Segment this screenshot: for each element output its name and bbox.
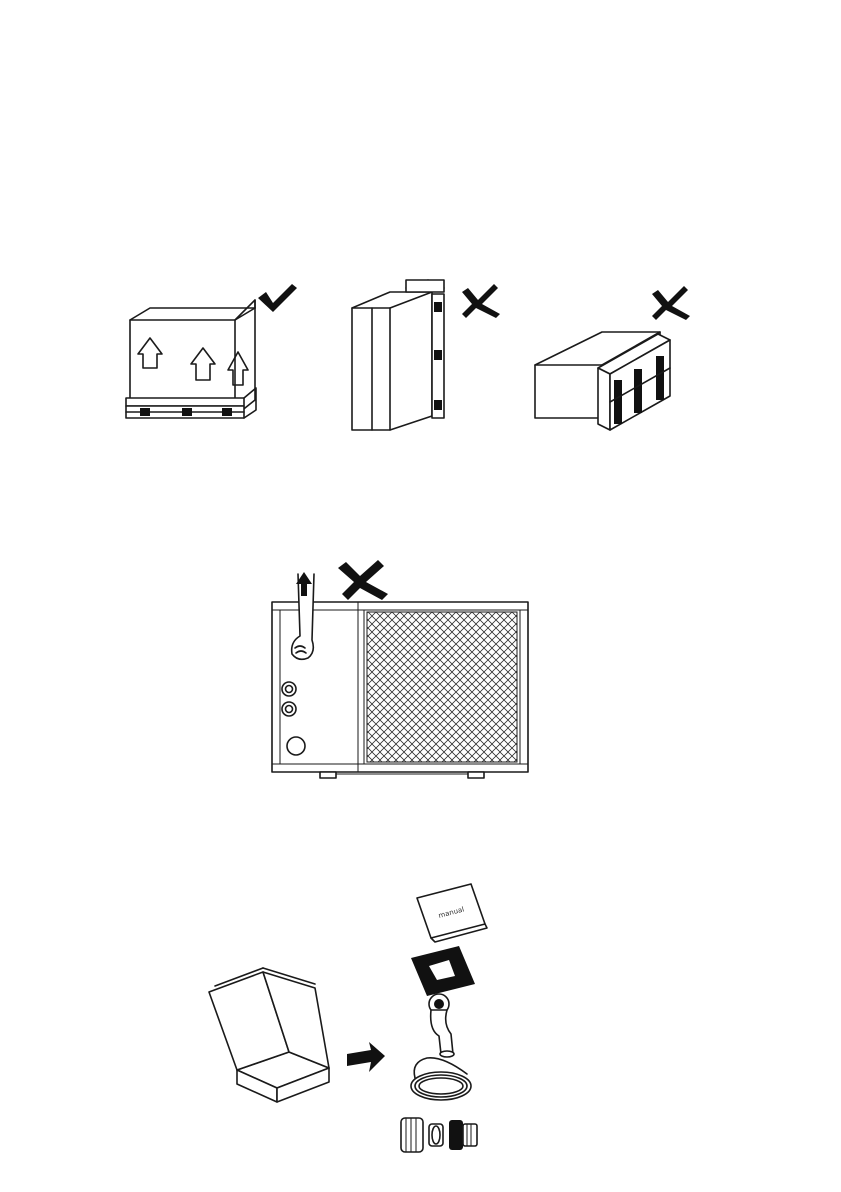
transport-orientation-figure (110, 270, 730, 440)
open-box-icon (209, 968, 329, 1102)
drain-elbow-icon (429, 994, 454, 1057)
box-standing-on-end (352, 280, 444, 430)
cross-icon (462, 284, 500, 318)
manual-icon: manual (417, 884, 487, 942)
box-lying-on-side (535, 332, 670, 430)
accessories-figure: manual (205, 880, 505, 1170)
upright-box-on-pallet (126, 300, 256, 418)
checkmark-icon (258, 284, 297, 312)
pipe-connectors-icon (401, 1118, 477, 1152)
fan-grille (367, 612, 517, 762)
cross-icon (338, 560, 388, 600)
cross-icon (652, 286, 690, 320)
arrow-right-icon (347, 1042, 385, 1072)
drain-hose-icon (411, 1058, 471, 1100)
rubber-pad-icon (411, 946, 475, 996)
lifting-warning-figure (268, 556, 538, 781)
